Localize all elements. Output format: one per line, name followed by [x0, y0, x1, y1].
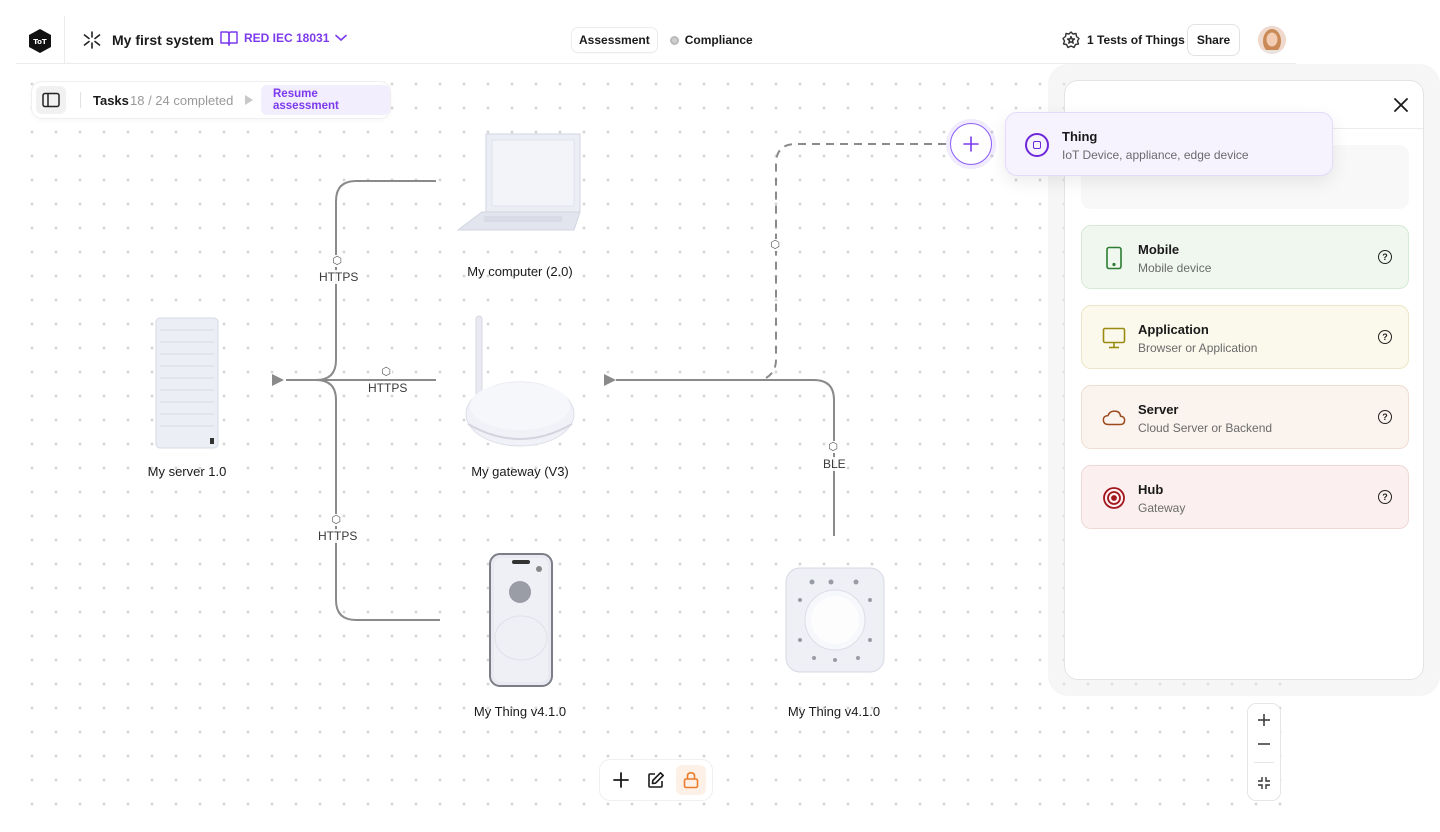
node-label-thing[interactable]: My Thing v4.1.0 — [787, 704, 881, 719]
card-title: Mobile — [1138, 242, 1180, 257]
help-icon[interactable]: ? — [1378, 490, 1392, 504]
target-icon — [1102, 486, 1126, 510]
popover-title: Thing — [1062, 129, 1098, 144]
card-subtitle: Cloud Server or Backend — [1138, 421, 1273, 435]
connection-lines — [272, 143, 950, 621]
fit-view-button[interactable] — [1248, 770, 1280, 796]
add-node-button[interactable] — [950, 123, 992, 165]
tasks-bar: Tasks 18 / 24 completed Resume assessmen… — [32, 82, 390, 118]
minus-icon — [1258, 743, 1270, 745]
radio-dot-icon — [669, 35, 679, 45]
tab-assessment[interactable]: Assessment — [572, 28, 657, 52]
gateway-device-icon[interactable] — [464, 314, 576, 448]
protocol-hex-icon: ⬡ — [330, 514, 342, 526]
node-label-phone[interactable]: My Thing v4.1.0 — [473, 704, 567, 719]
component-card-hub[interactable]: Hub Gateway ? — [1081, 465, 1409, 529]
tab-assessment-label: Assessment — [579, 33, 650, 47]
card-title: Server — [1138, 402, 1179, 417]
add-button[interactable] — [606, 765, 636, 795]
component-card-mobile[interactable]: Mobile Mobile device ? — [1081, 225, 1409, 289]
node-label-server[interactable]: My server 1.0 — [147, 464, 227, 479]
tasks-progress: 18 / 24 completed — [130, 93, 234, 108]
edge-pending[interactable] — [765, 143, 950, 379]
edge-phone[interactable] — [315, 379, 440, 621]
canvas-toolbar — [600, 760, 712, 800]
logo-text: ToT — [33, 38, 47, 46]
help-icon[interactable]: ? — [1378, 330, 1392, 344]
monitor-icon — [1102, 326, 1126, 350]
collapse-icon — [1258, 777, 1270, 789]
add-component-panel: Mobile Mobile device ? Application Brows… — [1064, 80, 1424, 680]
thing-option-popover[interactable]: Thing IoT Device, appliance, edge device — [1005, 112, 1333, 176]
card-title: Application — [1138, 322, 1209, 337]
protocol-hex-icon: ⬡ — [380, 366, 392, 378]
cloud-icon — [1102, 406, 1126, 430]
thing-icon — [1025, 133, 1049, 157]
card-title: Hub — [1138, 482, 1164, 497]
tasks-label: Tasks — [93, 93, 129, 108]
edge-label-phone: HTTPS — [317, 529, 359, 543]
tasks-divider — [80, 92, 81, 108]
close-button[interactable] — [1391, 95, 1411, 115]
mobile-icon — [1102, 246, 1126, 270]
plus-icon — [1258, 714, 1270, 726]
protocol-hex-icon: ⬡ — [769, 239, 781, 251]
app-logo[interactable]: ToT — [28, 28, 52, 54]
zoom-in-button[interactable] — [1248, 707, 1280, 733]
chevron-down-icon — [335, 34, 348, 42]
lock-icon — [683, 771, 698, 789]
help-icon[interactable]: ? — [1378, 250, 1392, 264]
standard-label: RED IEC 18031 — [244, 31, 330, 45]
arrow-server-icon — [272, 374, 284, 386]
top-bar: ToT My first system RED IEC 18031 Assess… — [16, 16, 1296, 64]
node-label-gateway[interactable]: My gateway (V3) — [471, 464, 569, 479]
edge-label-thing: BLE — [822, 457, 847, 471]
avatar[interactable] — [1258, 26, 1286, 54]
standard-selector[interactable]: RED IEC 18031 — [220, 30, 348, 46]
topbar-divider — [64, 16, 65, 64]
thing-device-icon[interactable] — [784, 566, 886, 674]
zoom-out-button[interactable] — [1248, 731, 1280, 757]
edge-label-gateway: HTTPS — [367, 381, 409, 395]
phone-device-icon[interactable] — [488, 552, 554, 688]
view-switcher: Assessment Compliance — [572, 28, 760, 52]
network-icon — [82, 30, 102, 50]
plus-icon — [613, 772, 630, 788]
sidebar-icon — [42, 92, 60, 108]
edge-label-computer: HTTPS — [318, 270, 360, 284]
card-subtitle: Browser or Application — [1138, 341, 1258, 355]
help-icon[interactable]: ? — [1378, 410, 1392, 424]
component-card-server[interactable]: Server Cloud Server or Backend ? — [1081, 385, 1409, 449]
resume-assessment-button[interactable]: Resume assessment — [261, 85, 390, 115]
share-button[interactable]: Share — [1187, 24, 1240, 56]
badge-star-icon — [1062, 31, 1080, 49]
tests-label: 1 Tests of Things — [1087, 33, 1185, 47]
protocol-hex-icon: ⬡ — [331, 255, 343, 267]
book-icon — [220, 31, 238, 46]
popover-subtitle: IoT Device, appliance, edge device — [1062, 148, 1249, 162]
play-icon — [245, 95, 253, 105]
edit-button[interactable] — [641, 765, 671, 795]
edit-icon — [648, 772, 664, 788]
edge-computer[interactable] — [315, 180, 436, 381]
lock-button[interactable] — [675, 765, 706, 795]
zoom-divider — [1254, 762, 1274, 763]
protocol-hex-icon: ⬡ — [827, 441, 839, 453]
laptop-device-icon[interactable] — [456, 132, 584, 232]
sidebar-toggle-button[interactable] — [36, 86, 66, 114]
tab-compliance[interactable]: Compliance — [663, 28, 760, 52]
system-title[interactable]: My first system — [112, 32, 214, 48]
plus-icon — [963, 136, 979, 152]
tests-of-things-button[interactable]: 1 Tests of Things — [1062, 31, 1185, 49]
edge-thing[interactable] — [616, 379, 835, 536]
zoom-controls — [1248, 704, 1280, 800]
server-device-icon[interactable] — [154, 316, 222, 452]
arrow-gateway-icon — [604, 374, 616, 386]
node-label-computer[interactable]: My computer (2.0) — [467, 264, 573, 279]
close-icon — [1394, 98, 1408, 112]
tab-compliance-label: Compliance — [684, 33, 753, 47]
card-subtitle: Mobile device — [1138, 261, 1212, 275]
component-card-application[interactable]: Application Browser or Application ? — [1081, 305, 1409, 369]
card-subtitle: Gateway — [1138, 501, 1186, 515]
